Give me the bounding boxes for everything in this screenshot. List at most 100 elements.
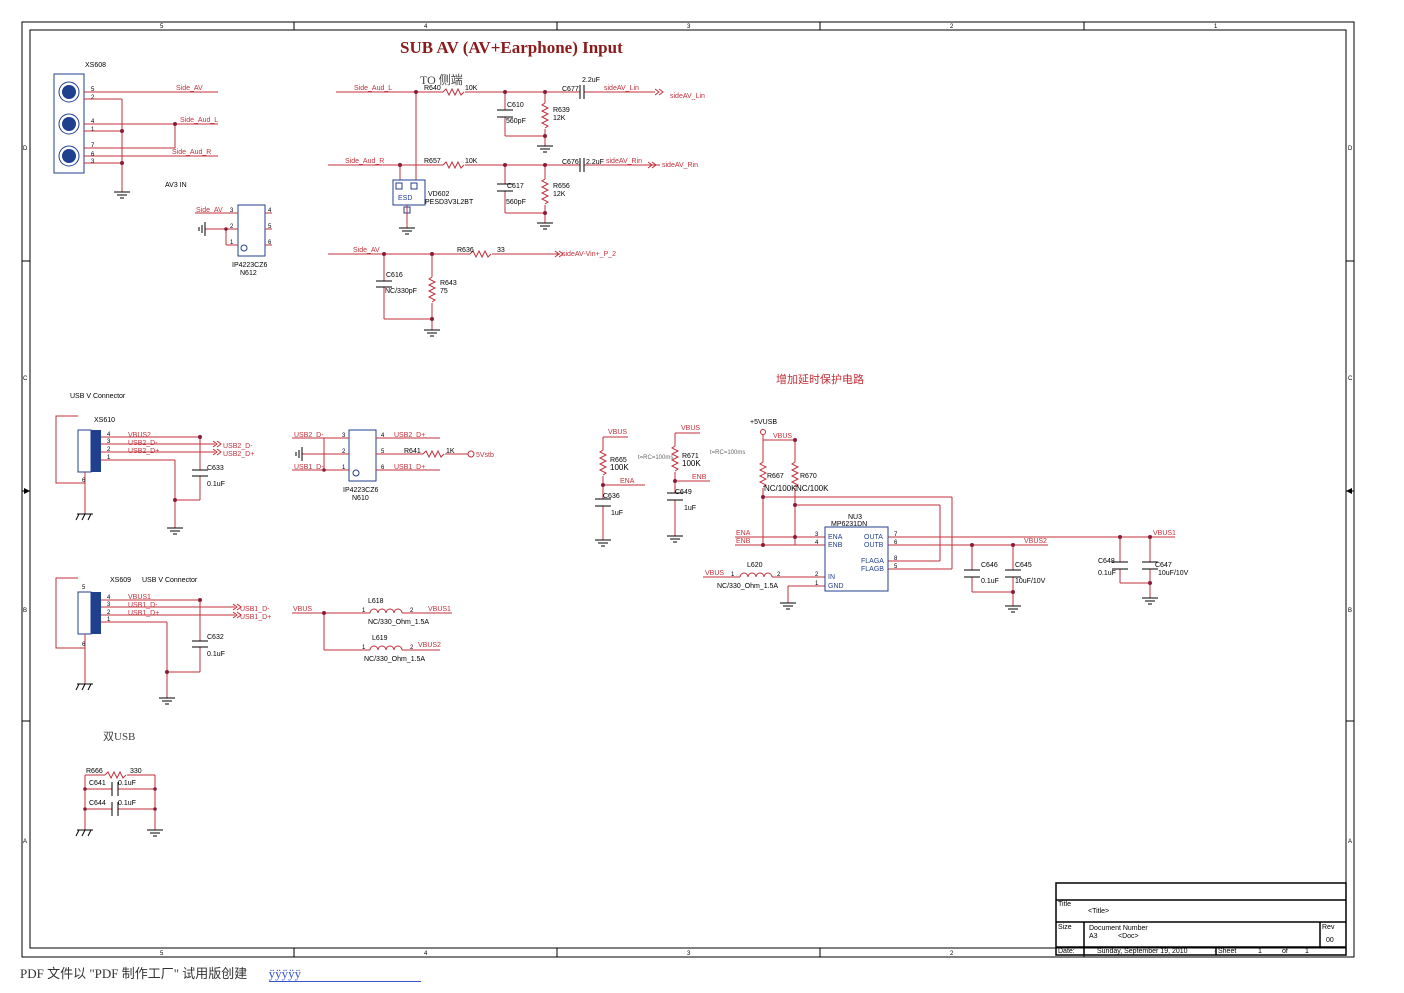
zone-row-d-r: D [1348,146,1353,152]
svg-text:MP6231DN: MP6231DN [831,521,867,528]
svg-text:NU3: NU3 [848,514,862,521]
outer-frame [21,21,1355,958]
svg-text:330: 330 [130,768,142,775]
usb-ferrite-section: VBUS VBUS1 VBUS2 L618 NC/330_Ohm_1.5A L6… [292,598,452,663]
svg-text:2: 2 [815,572,819,578]
svg-text:3: 3 [342,433,346,439]
of-label: of [1282,948,1288,955]
pdf-footer: PDF 文件以 "PDF 制作工厂" 试用版创建 ÿÿÿÿÿ [20,963,422,982]
svg-text:C632: C632 [207,634,224,641]
svg-text:VBUS: VBUS [293,606,312,613]
svg-text:75: 75 [440,288,448,295]
svg-text:VBUS1: VBUS1 [428,606,451,613]
zone-col-4b: 4 [424,951,428,957]
svg-text:10uF/10V: 10uF/10V [1158,570,1189,577]
svg-text:NC/330_Ohm_1.5A: NC/330_Ohm_1.5A [364,656,425,663]
svg-text:C645: C645 [1015,562,1032,569]
svg-text:VBUS2: VBUS2 [1024,538,1047,545]
svg-text:R671: R671 [682,453,699,460]
title-block: Title <Title> Size A3 Document Number <D… [1055,882,1347,956]
svg-text:4: 4 [381,433,385,439]
svg-text:6: 6 [268,240,272,246]
svg-text:R643: R643 [440,280,457,287]
svg-text:0.1uF: 0.1uF [207,651,225,658]
audio-filter-section: Side_Aud_L Side_Aud_R sideAV_Lin sideAV_… [328,77,705,337]
svg-text:C617: C617 [507,183,524,190]
svg-text:N610: N610 [352,495,369,502]
svg-text:5Vstb: 5Vstb [476,452,494,459]
svg-text:USB2_D+: USB2_D+ [394,432,425,439]
svg-text:NC/330_Ohm_1.5A: NC/330_Ohm_1.5A [717,583,778,590]
svg-text:C649: C649 [675,489,692,496]
svg-text:6: 6 [82,642,86,648]
svg-text:4: 4 [268,208,272,214]
svg-text:2: 2 [410,608,414,614]
svg-text:FLAGA: FLAGA [861,558,884,565]
svg-text:增加延时保护电路: 增加延时保护电路 [776,372,864,386]
inner-frame [29,29,1347,949]
svg-text:4: 4 [815,540,819,546]
footer-link[interactable]: ÿÿÿÿÿ [268,966,422,982]
svg-text:C616: C616 [386,272,403,279]
zone-row-c: C [23,376,28,382]
zone-col-2b: 2 [950,951,954,957]
svg-text:6: 6 [91,152,95,158]
svg-text:ENB: ENB [828,542,843,549]
svg-text:Side_AV: Side_AV [353,247,380,254]
svg-text:USB2_D-: USB2_D- [128,440,158,447]
size-value: A3 [1089,933,1098,940]
diagram-title: SUB AV (AV+Earphone) Input [400,38,623,57]
svg-text:+5VUSB: +5VUSB [750,419,777,426]
zone-col-3: 3 [687,24,691,30]
svg-text:1: 1 [230,240,234,246]
svg-text:0.1uF: 0.1uF [981,578,999,585]
svg-text:AV3 IN: AV3 IN [165,182,187,189]
svg-text:sideAV_Lin: sideAV_Lin [604,85,639,92]
svg-text:2.2uF: 2.2uF [582,77,600,84]
zone-row-a: A [23,839,27,845]
svg-text:2: 2 [91,95,95,101]
date-label: Date: [1058,948,1075,955]
svg-text:PESD3V3L2BT: PESD3V3L2BT [425,199,474,206]
svg-text:ENA: ENA [620,478,635,485]
svg-text:OUTB: OUTB [864,542,884,549]
svg-text:1: 1 [362,645,366,651]
power-switch-section: 增加延时保护电路 [595,372,1189,613]
svg-text:USB1_D-: USB1_D- [128,602,158,609]
svg-text:VBUS2: VBUS2 [128,432,151,439]
svg-text:1uF: 1uF [684,505,696,512]
svg-text:Side_AV: Side_AV [196,207,223,214]
zone-row-b: B [23,608,27,614]
svg-text:C647: C647 [1155,562,1172,569]
svg-text:VBUS1: VBUS1 [128,594,151,601]
svg-text:USB1_D+: USB1_D+ [240,614,271,621]
svg-text:USB2_D-: USB2_D- [223,443,253,450]
usb-connector-xs609: XS609 USB V Connector 43 21 6 5 [55,577,271,705]
svg-text:USB2_D+: USB2_D+ [128,448,159,455]
svg-text:R666: R666 [86,768,103,775]
svg-text:1: 1 [815,581,819,587]
svg-text:R639: R639 [553,107,570,114]
footer-text: PDF 文件以 "PDF 制作工厂" 试用版创建 [20,966,248,981]
svg-text:ENB: ENB [736,538,751,545]
svg-text:IN: IN [828,574,835,581]
zone-col-5: 5 [160,24,164,30]
svg-text:R657: R657 [424,158,441,165]
svg-text:2: 2 [410,645,414,651]
svg-text:NC/100K: NC/100K [796,484,829,493]
svg-text:t=RC=100ms: t=RC=100ms [710,450,745,456]
svg-text:XS609: XS609 [110,577,131,584]
svg-text:OUTA: OUTA [864,534,883,541]
svg-text:0.1uF: 0.1uF [118,780,136,787]
docnum-value: <Doc> [1118,933,1139,940]
svg-text:双USB: 双USB [103,730,135,743]
svg-text:N612: N612 [240,270,257,277]
svg-text:1uF: 1uF [611,510,623,517]
svg-text:IP4223CZ6: IP4223CZ6 [343,487,379,494]
svg-text:sideAV_Rin: sideAV_Rin [606,158,642,165]
svg-text:C636: C636 [603,493,620,500]
svg-text:1: 1 [731,572,735,578]
zone-row-a-r: A [1348,839,1352,845]
